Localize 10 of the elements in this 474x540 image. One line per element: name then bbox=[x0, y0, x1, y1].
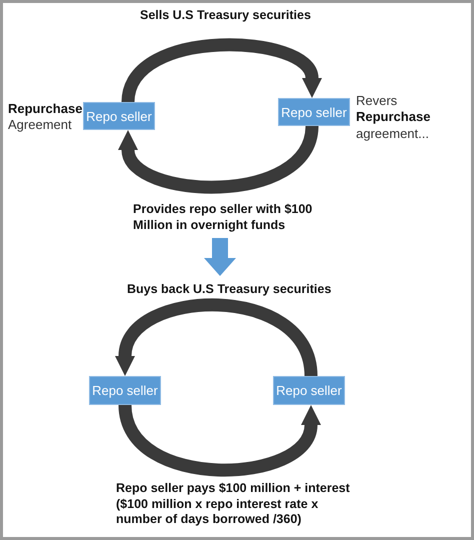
process-box: Repo seller bbox=[278, 98, 350, 126]
process-box: Repo seller bbox=[273, 376, 345, 405]
curved-arrow bbox=[115, 298, 318, 378]
curved-arrow bbox=[122, 38, 322, 104]
curved-arrow bbox=[118, 124, 318, 194]
process-box: Repo seller bbox=[83, 102, 155, 130]
curved-arrow bbox=[118, 404, 321, 476]
process-box: Repo seller bbox=[89, 376, 161, 405]
side-note: Repurchase Agreement bbox=[8, 101, 82, 134]
side-note: Revers Repurchase agreement... bbox=[356, 93, 432, 142]
